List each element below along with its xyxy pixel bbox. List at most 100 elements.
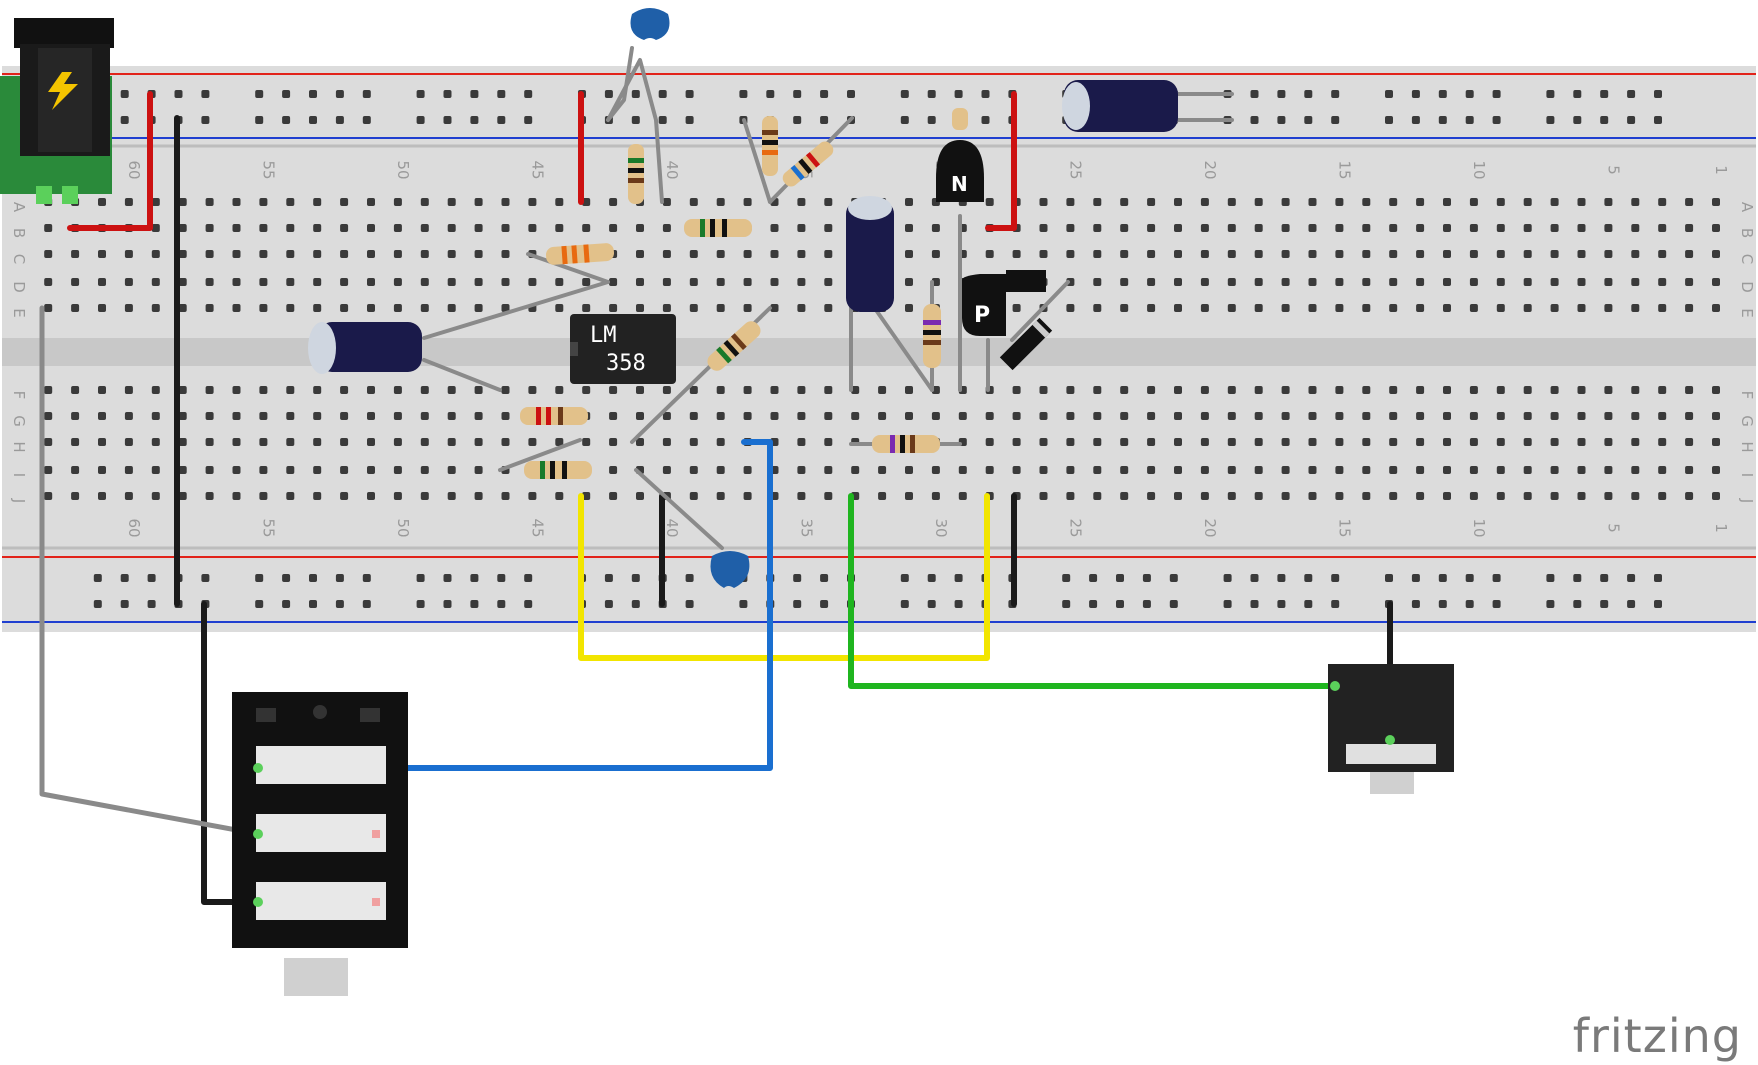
green-wire — [848, 493, 1338, 689]
column-number-label: 40 — [663, 518, 681, 537]
breadboard-hole — [528, 278, 537, 286]
breadboard-hole — [1200, 466, 1209, 474]
row-letter-label: D — [10, 281, 28, 293]
breadboard-hole — [1335, 466, 1344, 474]
breadboard-hole — [1550, 412, 1559, 420]
breadboard-hole — [1492, 90, 1501, 98]
breadboard-hole — [286, 198, 295, 206]
breadboard-hole — [716, 278, 725, 286]
breadboard-hole — [443, 600, 452, 608]
breadboard-hole — [582, 386, 591, 394]
breadboard-hole — [1416, 412, 1425, 420]
breadboard-hole — [71, 492, 80, 500]
breadboard-hole — [1120, 466, 1129, 474]
breadboard-hole — [1147, 198, 1156, 206]
breadboard-hole — [1496, 278, 1505, 286]
breadboard-hole — [1577, 412, 1586, 420]
breadboard-hole — [1335, 198, 1344, 206]
breadboard-hole — [367, 466, 375, 474]
breadboard-hole — [286, 250, 295, 258]
breadboard-hole — [1523, 412, 1532, 420]
breadboard-hole — [335, 116, 344, 124]
breadboard-hole — [1523, 278, 1532, 286]
lightning-bolt-icon — [48, 72, 78, 110]
breadboard-hole — [824, 492, 833, 500]
breadboard-hole — [716, 198, 725, 206]
breadboard-hole — [631, 90, 640, 98]
breadboard-hole — [286, 224, 295, 232]
breadboard-hole — [340, 412, 349, 420]
breadboard-hole — [1362, 224, 1371, 232]
breadboard-hole — [124, 466, 133, 474]
breadboard-hole — [470, 600, 479, 608]
breadboard-hole — [286, 386, 295, 394]
breadboard-hole — [609, 412, 618, 420]
breadboard-hole — [555, 278, 564, 286]
breadboard-hole — [1469, 386, 1478, 394]
row-letter-label: I — [1738, 473, 1756, 477]
breadboard-hole — [44, 466, 53, 474]
breadboard-hole — [1093, 438, 1102, 446]
breadboard-hole — [1120, 250, 1129, 258]
breadboard-hole — [1227, 386, 1236, 394]
breadboard-hole — [1658, 198, 1667, 206]
breadboard-hole — [1496, 250, 1505, 258]
breadboard-hole — [604, 90, 613, 98]
breadboard-hole — [797, 304, 806, 312]
breadboard-hole — [232, 224, 241, 232]
breadboard-hole — [1577, 304, 1586, 312]
breadboard-hole — [340, 492, 349, 500]
row-letter-label: A — [10, 202, 28, 213]
breadboard-hole — [1523, 386, 1532, 394]
yellow-wire — [578, 493, 990, 661]
breadboard-hole — [958, 466, 967, 474]
breadboard-hole — [1654, 574, 1662, 582]
breadboard-hole — [205, 492, 214, 500]
dc-power-jack — [0, 18, 114, 204]
breadboard-hole — [340, 304, 349, 312]
breadboard-hole — [259, 304, 268, 312]
breadboard-hole — [1685, 224, 1694, 232]
breadboard-hole — [1362, 466, 1371, 474]
breadboard-hole — [1550, 278, 1559, 286]
breadboard-hole — [93, 600, 102, 608]
breadboard-hole — [1604, 198, 1613, 206]
breadboard-hole — [205, 198, 214, 206]
breadboard-hole — [1093, 412, 1102, 420]
breadboard-hole — [447, 492, 456, 500]
breadboard-hole — [286, 438, 295, 446]
breadboard-hole — [501, 304, 510, 312]
red-wire — [67, 91, 153, 231]
row-letter-label: G — [1738, 415, 1756, 427]
breadboard-hole — [474, 198, 483, 206]
breadboard-hole — [205, 386, 214, 394]
breadboard-hole — [1174, 386, 1182, 394]
breadboard-hole — [689, 250, 698, 258]
breadboard-hole — [1604, 278, 1613, 286]
breadboard-hole — [340, 224, 349, 232]
breadboard-hole — [335, 574, 344, 582]
breadboard-hole — [1120, 304, 1129, 312]
breadboard-hole — [631, 600, 640, 608]
breadboard-hole — [609, 386, 618, 394]
breadboard-hole — [1604, 466, 1613, 474]
breadboard-hole — [313, 492, 322, 500]
breadboard-hole — [1492, 574, 1501, 582]
breadboard-hole — [1443, 438, 1451, 446]
breadboard-hole — [1496, 224, 1505, 232]
breadboard-hole — [797, 412, 806, 420]
breadboard-hole — [205, 278, 214, 286]
breadboard-hole — [1012, 386, 1021, 394]
breadboard-hole — [636, 224, 644, 232]
breadboard-hole — [1658, 438, 1667, 446]
breadboard-hole — [178, 224, 187, 232]
breadboard-hole — [98, 198, 106, 206]
breadboard-hole — [313, 304, 322, 312]
breadboard-hole — [124, 438, 133, 446]
row-letter-label: F — [1738, 391, 1756, 400]
breadboard-hole — [878, 492, 887, 500]
breadboard-hole — [259, 224, 268, 232]
breadboard-hole — [178, 278, 187, 286]
breadboard-hole — [309, 600, 317, 608]
breadboard-hole — [1416, 304, 1425, 312]
